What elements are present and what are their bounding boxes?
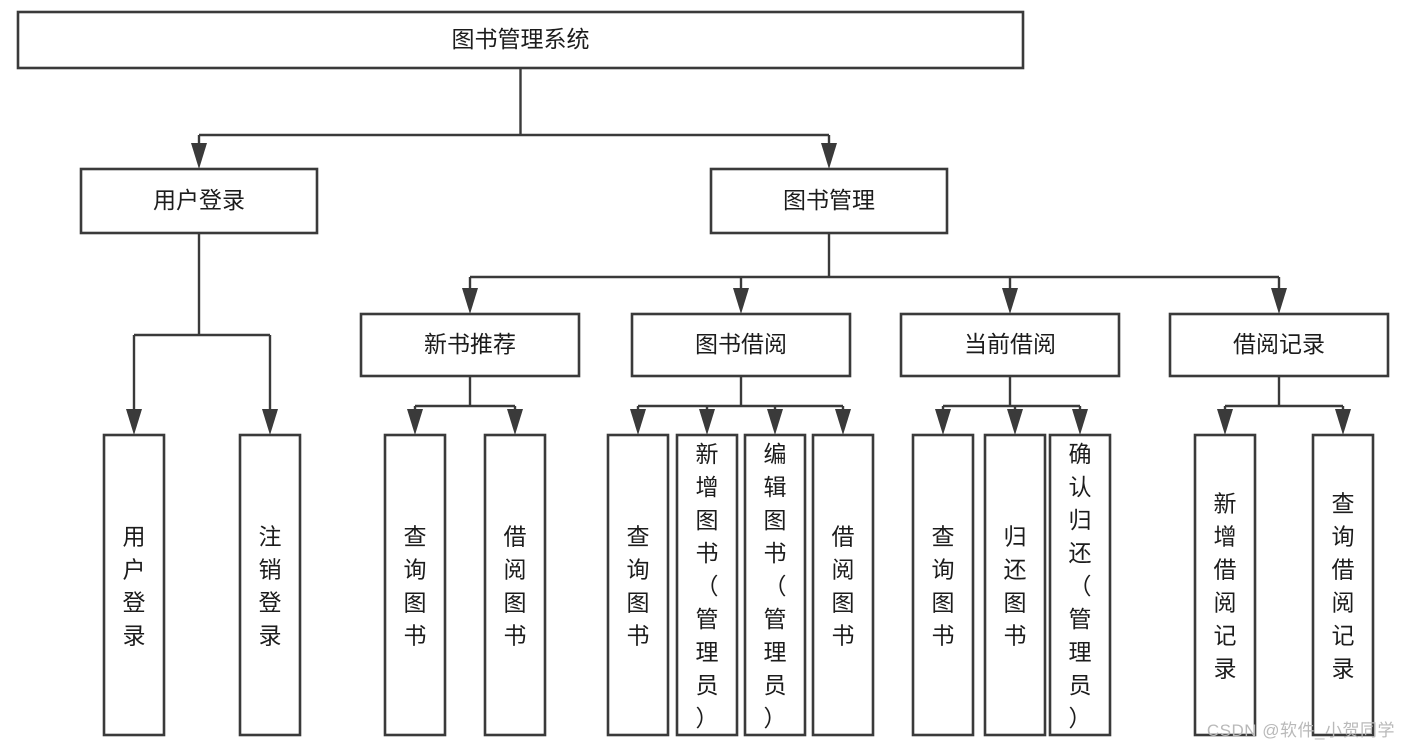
arrow-head-icon	[630, 409, 646, 435]
node-box[interactable]	[911, 433, 975, 737]
node-leaf-borrow-book[interactable]: 借阅图书	[811, 433, 875, 737]
arrow-head-icon	[507, 409, 523, 435]
node-leaf-query-book-borrow[interactable]: 查询图书	[606, 433, 670, 737]
node-box[interactable]	[383, 433, 447, 737]
node-label: 借阅图书	[504, 524, 527, 649]
node-box[interactable]	[899, 312, 1121, 378]
node-label: 借阅记录	[1233, 331, 1325, 357]
node-label: 查询图书	[627, 524, 650, 649]
node-layer: 图书管理系统用户登录图书管理新书推荐图书借阅当前借阅借阅记录用户登录注销登录查询…	[16, 10, 1390, 737]
node-label: 用户登录	[123, 524, 146, 649]
node-new-book-recommend[interactable]: 新书推荐	[359, 312, 581, 378]
node-leaf-edit-book-admin[interactable]: 编辑图书（管理员）	[743, 433, 807, 737]
node-label: 查询图书	[932, 524, 955, 649]
arrow-head-icon	[407, 409, 423, 435]
connector-group-book-management	[462, 233, 1287, 314]
arrow-head-icon	[821, 143, 837, 169]
arrow-head-icon	[191, 143, 207, 169]
node-label: 图书借阅	[695, 331, 787, 357]
csdn-watermark: CSDN @软件_小贺同学	[1206, 721, 1395, 740]
node-box[interactable]	[743, 433, 807, 737]
node-current-borrow[interactable]: 当前借阅	[899, 312, 1121, 378]
node-box[interactable]	[811, 433, 875, 737]
node-leaf-query-book-recommend[interactable]: 查询图书	[383, 433, 447, 737]
arrow-head-icon	[835, 409, 851, 435]
node-book-borrow[interactable]: 图书借阅	[630, 312, 852, 378]
node-box[interactable]	[1311, 433, 1375, 737]
node-root[interactable]: 图书管理系统	[16, 10, 1025, 70]
node-box[interactable]	[630, 312, 852, 378]
connector-group-root	[191, 68, 837, 169]
node-box[interactable]	[16, 10, 1025, 70]
node-box[interactable]	[606, 433, 670, 737]
arrow-head-icon	[462, 288, 478, 314]
node-box[interactable]	[79, 167, 319, 235]
node-box[interactable]	[359, 312, 581, 378]
node-box[interactable]	[483, 433, 547, 737]
arrow-head-icon	[767, 409, 783, 435]
node-leaf-logout[interactable]: 注销登录	[238, 433, 302, 737]
arrow-head-icon	[126, 409, 142, 435]
connector-group-book-borrow	[630, 376, 851, 435]
node-leaf-query-borrow-record[interactable]: 查询借阅记录	[1311, 433, 1375, 737]
node-box[interactable]	[1168, 312, 1390, 378]
node-label: 图书管理系统	[452, 26, 590, 52]
node-leaf-borrow-book-recommend[interactable]: 借阅图书	[483, 433, 547, 737]
arrow-head-icon	[1271, 288, 1287, 314]
node-label: 用户登录	[153, 187, 245, 213]
node-label: 图书管理	[783, 187, 875, 213]
node-label: 新增图书（管理员）	[696, 441, 719, 731]
arrow-head-icon	[935, 409, 951, 435]
node-box[interactable]	[983, 433, 1047, 737]
node-box[interactable]	[102, 433, 166, 737]
arrow-head-icon	[1007, 409, 1023, 435]
node-leaf-return-book[interactable]: 归还图书	[983, 433, 1047, 737]
arrow-head-icon	[262, 409, 278, 435]
node-user-login[interactable]: 用户登录	[79, 167, 319, 235]
arrow-head-icon	[699, 409, 715, 435]
node-label: 查询图书	[404, 524, 427, 649]
connector-group-new-book-recommend	[407, 376, 523, 435]
node-label: 查询借阅记录	[1332, 491, 1355, 682]
node-label: 借阅图书	[832, 524, 855, 649]
node-box[interactable]	[1193, 433, 1257, 737]
node-leaf-user-login[interactable]: 用户登录	[102, 433, 166, 737]
node-leaf-confirm-return-admin[interactable]: 确认归还（管理员）	[1048, 433, 1112, 737]
node-label: 编辑图书（管理员）	[764, 441, 787, 731]
node-leaf-add-borrow-record[interactable]: 新增借阅记录	[1193, 433, 1257, 737]
node-book-management[interactable]: 图书管理	[709, 167, 949, 235]
arrow-head-icon	[1217, 409, 1233, 435]
node-box[interactable]	[238, 433, 302, 737]
node-borrow-records[interactable]: 借阅记录	[1168, 312, 1390, 378]
node-leaf-add-book-admin[interactable]: 新增图书（管理员）	[675, 433, 739, 737]
node-box[interactable]	[675, 433, 739, 737]
connector-group-current-borrow	[935, 376, 1088, 435]
connector-group-borrow-records	[1217, 376, 1351, 435]
node-box[interactable]	[709, 167, 949, 235]
node-leaf-query-book-current[interactable]: 查询图书	[911, 433, 975, 737]
node-label: 确认归还（管理员）	[1069, 441, 1092, 731]
arrow-head-icon	[1072, 409, 1088, 435]
node-label: 归还图书	[1004, 524, 1027, 649]
arrow-head-icon	[1002, 288, 1018, 314]
arrow-head-icon	[1335, 409, 1351, 435]
node-label: 当前借阅	[964, 331, 1056, 357]
connector-group-user-login	[126, 233, 278, 435]
node-label: 新书推荐	[424, 331, 516, 357]
node-box[interactable]	[1048, 433, 1112, 737]
node-label: 注销登录	[259, 524, 282, 649]
connector-layer	[126, 68, 1351, 435]
node-label: 新增借阅记录	[1214, 491, 1237, 682]
arrow-head-icon	[733, 288, 749, 314]
